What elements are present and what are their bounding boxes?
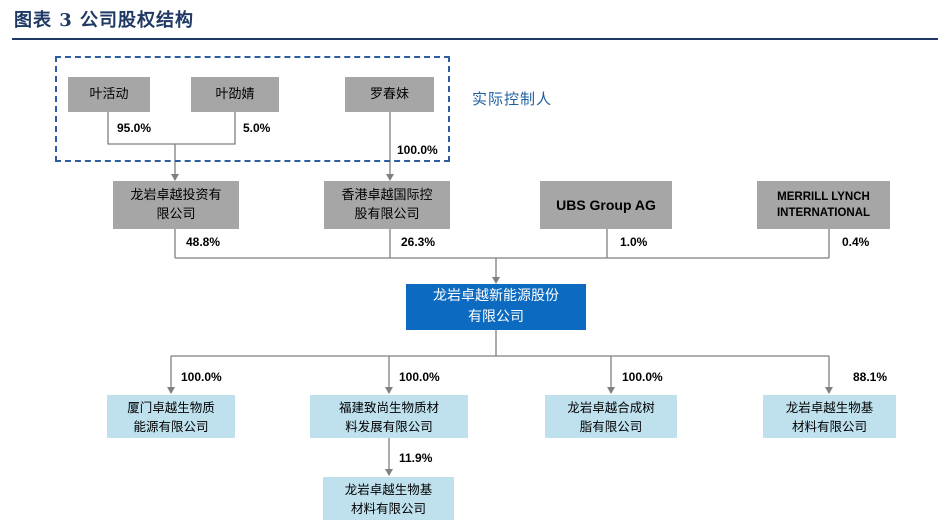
pct-p3-s2: 100.0%	[397, 143, 438, 157]
pct-co-c3: 100.0%	[622, 370, 663, 384]
subsidiary-box-4: 龙岩卓越生物基 材料有限公司	[763, 395, 896, 438]
pct-co-c2: 100.0%	[399, 370, 440, 384]
pct-c2-c5: 11.9%	[399, 451, 433, 465]
pct-s3-co: 1.0%	[620, 235, 648, 249]
controller-group-frame	[55, 56, 450, 162]
pct-p1-s1: 95.0%	[117, 121, 152, 135]
title-rule	[12, 38, 938, 40]
shareholder-box-3: UBS Group AG	[540, 181, 672, 229]
pct-co-c4: 88.1%	[853, 370, 888, 384]
pct-s1-co: 48.8%	[186, 235, 221, 249]
pct-p2-s1: 5.0%	[243, 121, 271, 135]
pct-s4-co: 0.4%	[842, 235, 870, 249]
shareholder-box-2: 香港卓越国际控 股有限公司	[324, 181, 450, 229]
figure-title: 图表 3 公司股权结构	[14, 10, 195, 31]
subsidiary-box-5: 龙岩卓越生物基 材料有限公司	[323, 477, 454, 520]
subsidiary-box-2: 福建致尚生物质材 料发展有限公司	[310, 395, 468, 438]
subsidiary-box-3: 龙岩卓越合成树 脂有限公司	[545, 395, 677, 438]
pct-co-c1: 100.0%	[181, 370, 222, 384]
person-box-3: 罗春妹	[345, 77, 434, 112]
pct-s2-co: 26.3%	[401, 235, 436, 249]
controller-label: 实际控制人	[472, 90, 553, 108]
line-p2-s1	[175, 112, 236, 145]
line-p1-s1	[107, 112, 175, 145]
shareholder-box-1: 龙岩卓越投资有 限公司	[113, 181, 239, 229]
company-box: 龙岩卓越新能源股份 有限公司	[406, 284, 586, 330]
person-box-2: 叶劭婧	[191, 77, 279, 112]
person-box-1: 叶活动	[68, 77, 150, 112]
subsidiary-box-1: 厦门卓越生物质 能源有限公司	[107, 395, 235, 438]
shareholder-box-4: MERRILL LYNCH INTERNATIONAL	[757, 181, 890, 229]
